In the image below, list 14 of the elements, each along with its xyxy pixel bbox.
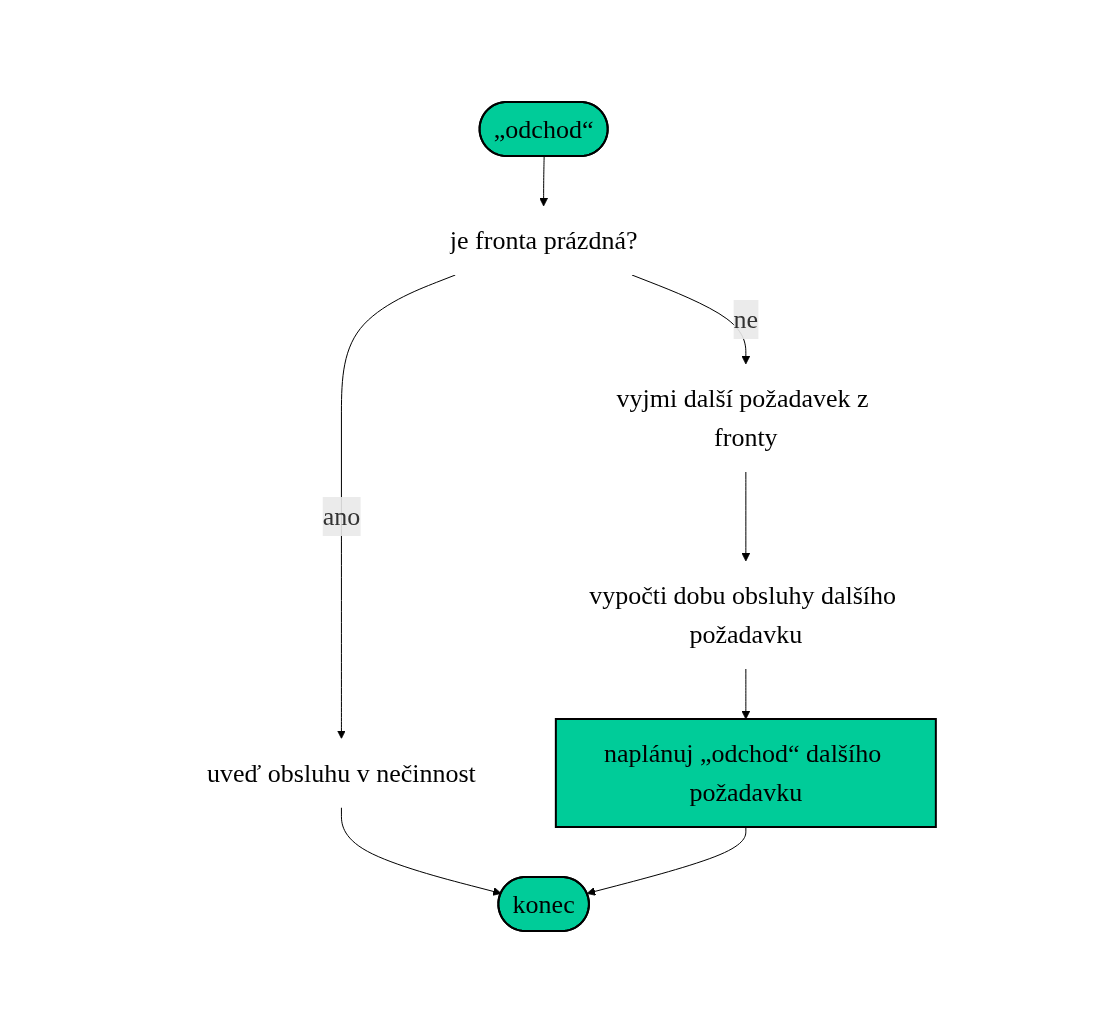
- node-text: je fronta prázdná?: [449, 226, 638, 255]
- arrow: [341, 807, 502, 896]
- node-text: uveď obsluhu v nečinnost: [207, 758, 476, 788]
- node-box: naplánuj „odchod“ dalšího požadavku: [554, 718, 937, 828]
- node-text: vyjmi další požadavek z fronty: [616, 384, 869, 452]
- arrow: [741, 471, 751, 562]
- arrow: [337, 274, 456, 739]
- edge-label: ano: [322, 502, 361, 531]
- arrow: [631, 274, 751, 365]
- arrow: [741, 668, 751, 720]
- arrow: [539, 156, 549, 207]
- node-text: vypočti dobu obsluhy dalšího požadavku: [589, 581, 897, 649]
- edge-label: ne: [733, 305, 759, 334]
- arrow: [586, 826, 747, 896]
